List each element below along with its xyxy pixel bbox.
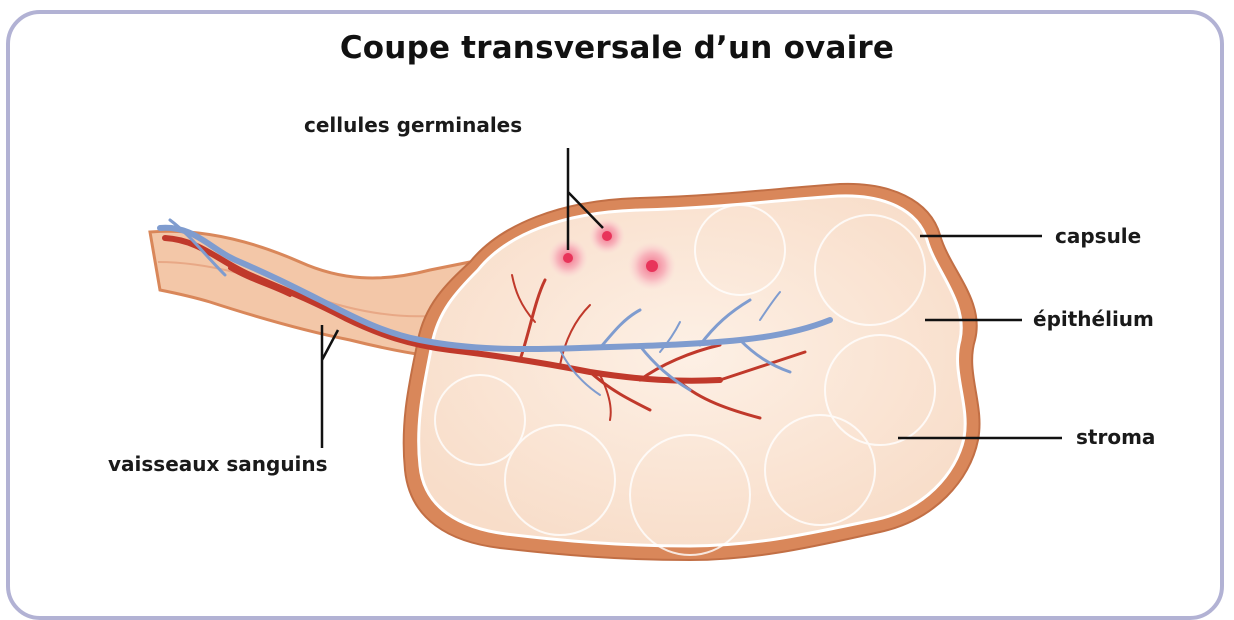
label-capsule: capsule <box>1055 224 1141 248</box>
label-blood-vessels: vaisseaux sanguins <box>108 452 328 476</box>
label-epithelium: épithélium <box>1033 307 1154 331</box>
ovary-stroma <box>419 196 966 546</box>
label-stroma: stroma <box>1076 425 1155 449</box>
leader-vessels <box>322 325 338 448</box>
ovary-illustration <box>0 0 1234 606</box>
label-germinal-cells: cellules germinales <box>304 113 522 137</box>
